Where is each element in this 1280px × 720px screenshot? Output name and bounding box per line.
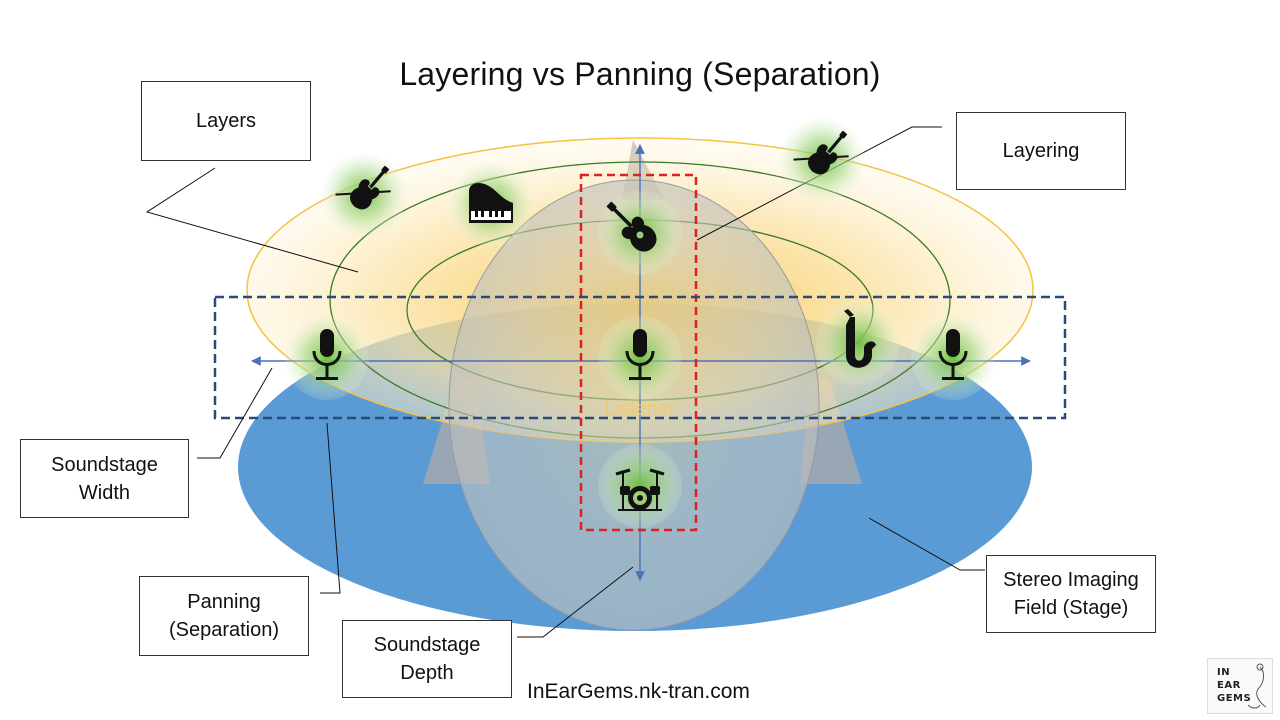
saxophone-icon [844, 309, 876, 368]
stage-leader [868, 517, 985, 571]
saxophone-glow [816, 301, 900, 385]
site-url: InEarGems.nk-tran.com [527, 680, 750, 703]
microphone-icon [938, 329, 968, 380]
panning-box [213, 295, 1067, 420]
layering-callout: Layering [956, 112, 1126, 190]
mic-left-glow [285, 316, 369, 400]
violin-icon [793, 130, 849, 175]
layering-leader [696, 126, 942, 241]
piano-icon [469, 183, 513, 223]
layering-box [579, 173, 698, 532]
logo-line-3: GEMS [1217, 693, 1252, 704]
soundstage-width-callout: Soundstage Width [20, 439, 189, 518]
logo-line-2: EAR [1217, 680, 1241, 691]
layers-callout: Layers [141, 81, 311, 161]
stereo-field-callout: Stereo Imaging Field (Stage) [986, 555, 1156, 633]
panning-leader [320, 422, 341, 594]
leader-lines [145, 126, 985, 638]
mic-right-glow [911, 316, 995, 400]
guitar-icon [606, 201, 657, 252]
panning-callout: Panning (Separation) [139, 576, 309, 656]
microphone-icon [312, 329, 342, 380]
violin-icon [335, 165, 391, 210]
soundstage-depth-callout: Soundstage Depth [342, 620, 512, 698]
width-leader [197, 367, 273, 459]
microphone-icon [625, 329, 655, 380]
listener-label: Listener [604, 398, 675, 420]
diagram-title: Layering vs Panning (Separation) [399, 56, 881, 92]
layers-leader [145, 167, 359, 273]
drum-kit-icon [615, 468, 665, 511]
mic-center-glow [598, 316, 682, 400]
logo-line-1: IN [1217, 667, 1231, 678]
depth-leader [517, 566, 634, 638]
ineargems-logo: IN EAR GEMS [1207, 658, 1273, 714]
listener-sphere [448, 179, 820, 631]
earphone-icon [1247, 663, 1267, 709]
